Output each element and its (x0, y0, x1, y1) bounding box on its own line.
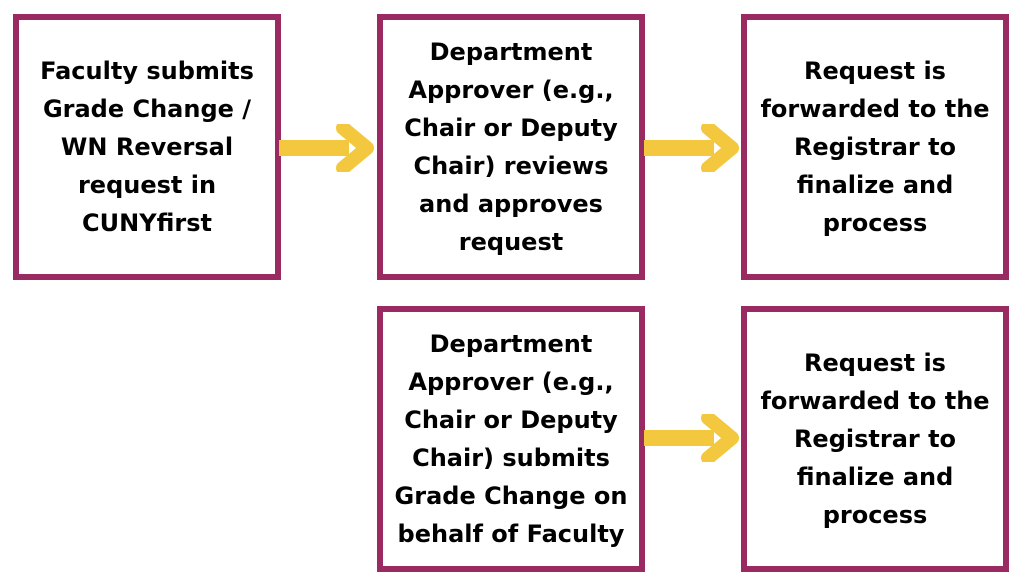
arrow-right-icon (644, 124, 744, 172)
approver-reviews-text: Department Approver (e.g., Chair or Depu… (404, 38, 618, 256)
faculty-submits-box: Faculty submits Grade Change / WN Revers… (13, 14, 281, 280)
forwarded-top-text: Request is forwarded to the Registrar to… (760, 57, 990, 237)
forwarded-bottom-text: Request is forwarded to the Registrar to… (760, 349, 990, 529)
faculty-submits-text: Faculty submits Grade Change / WN Revers… (40, 57, 254, 237)
arrow-right-icon (279, 124, 379, 172)
forwarded-top-box: Request is forwarded to the Registrar to… (741, 14, 1009, 280)
forwarded-bottom-box: Request is forwarded to the Registrar to… (741, 306, 1009, 572)
approver-reviews-box: Department Approver (e.g., Chair or Depu… (377, 14, 645, 280)
approver-submits-box: Department Approver (e.g., Chair or Depu… (377, 306, 645, 572)
arrow-right-icon (644, 414, 744, 462)
approver-submits-text: Department Approver (e.g., Chair or Depu… (394, 330, 628, 548)
